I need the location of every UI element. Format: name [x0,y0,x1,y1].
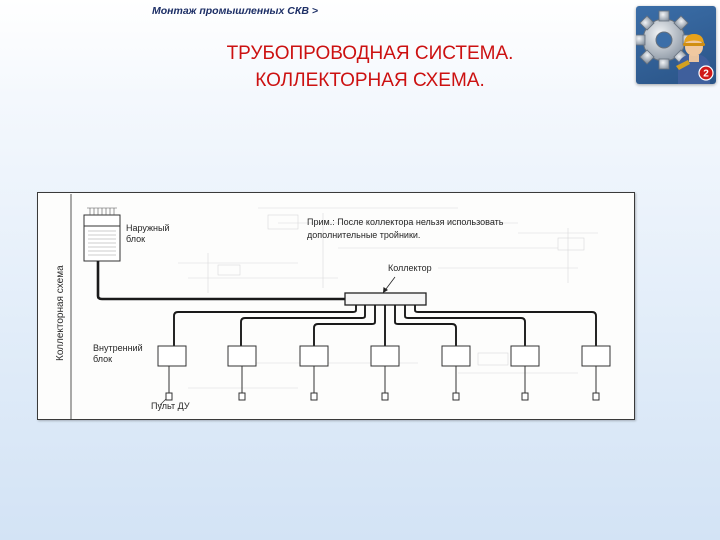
branch-pipe-1 [173,305,357,346]
remote-6 [521,392,529,401]
indoor-unit-6 [510,345,540,367]
outdoor-unit-label-2: блок [126,234,146,244]
indoor-unit-label-2: блок [93,354,113,364]
indoor-units [157,345,611,367]
indoor-unit-3 [299,345,329,367]
note-line-2: дополнительные тройники. [307,230,421,240]
remote-3 [310,392,318,401]
bg-rect [217,264,241,276]
gear-and-engineer-icon: 2 [636,10,714,84]
breadcrumb[interactable]: Монтаж промышленных СКВ > [152,5,318,17]
branch-pipe-7 [414,305,597,346]
branch-pipe-3 [313,305,376,346]
indoor-unit-2 [227,345,257,367]
side-label: Коллекторная схема [55,265,66,361]
bg-rect [557,237,585,251]
collector-diagram: Коллекторная схема Наружный блок Прим.: … [37,192,635,420]
branch-pipes [173,305,597,346]
note-line-1: Прим.: После коллектора нельзя использов… [307,217,504,227]
outdoor-unit-label-1: Наружный [126,223,170,233]
collector [344,292,427,306]
remote-5 [452,392,460,401]
outdoor-unit [83,207,121,262]
branch-pipe-2 [240,305,366,346]
diagram-drawing [70,194,611,419]
indoor-unit-5 [441,345,471,367]
logo-badge: 2 [703,69,709,80]
remote-4 [381,392,389,401]
indoor-unit-7 [581,345,611,367]
indoor-unit-1 [157,345,187,367]
remote-leader [159,398,167,406]
collector-label: Коллектор [388,263,432,273]
remote-label: Пульт ДУ [151,401,190,411]
logo: 2 [636,6,716,84]
remote-2 [238,392,246,401]
remote-1 [165,392,173,401]
remote-7 [592,392,600,401]
remotes [165,392,600,401]
remote-wires [168,366,597,393]
indoor-unit-4 [370,345,400,367]
branch-pipe-6 [404,305,526,346]
bg-rect [267,214,299,230]
collector-arrow [383,287,388,293]
main-pipe [96,261,345,301]
page-title-line-1: ТРУБОПРОВОДНАЯ СИСТЕМА. [226,43,514,64]
bg-rect [477,352,509,366]
page-title-line-2: КОЛЛЕКТОРНАЯ СХЕМА. [255,70,485,91]
outdoor-unit-body [83,214,121,262]
indoor-unit-label-1: Внутренний [93,343,143,353]
branch-pipe-5 [394,305,457,346]
